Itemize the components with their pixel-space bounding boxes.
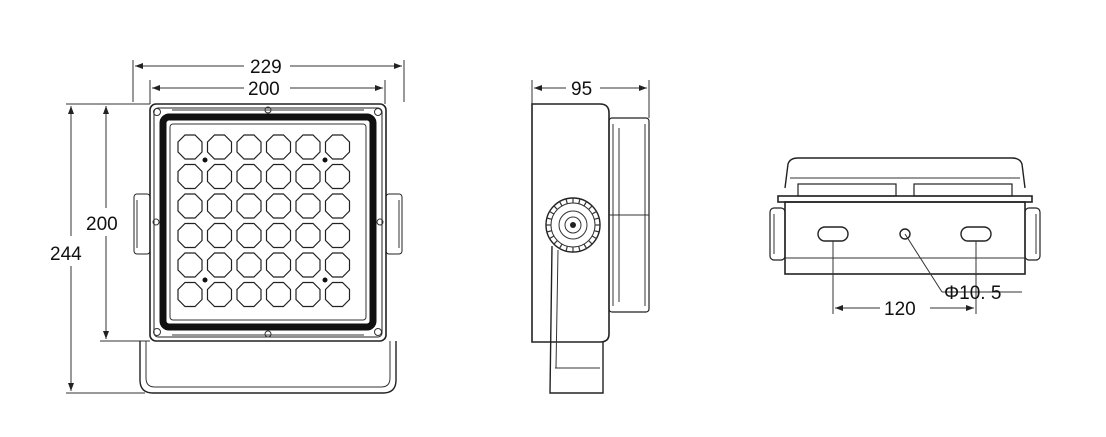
lens-icon <box>324 193 351 219</box>
dimension-hole-spacing: 120 <box>832 241 977 320</box>
knob-icon <box>545 197 601 253</box>
lens-icon <box>177 252 203 278</box>
lens-icon <box>206 281 233 308</box>
side-view: 95 <box>531 79 650 394</box>
dim-label-total-height: 244 <box>50 244 82 265</box>
dimension-total-width: 229 <box>132 57 405 102</box>
lens-icon <box>324 222 351 249</box>
dim-label-inner-width: 200 <box>248 79 280 100</box>
side-housing <box>531 103 650 394</box>
lens-icon <box>295 252 321 278</box>
lens-icon <box>265 134 292 160</box>
lens-icon <box>265 193 292 219</box>
front-housing <box>133 103 403 394</box>
screw-icon <box>152 106 384 338</box>
mount-dot-icon <box>322 277 328 283</box>
lens-icon <box>236 281 262 308</box>
lens-icon <box>265 252 292 278</box>
lens-icon <box>236 163 262 190</box>
dimension-depth: 95 <box>531 79 650 118</box>
lens-icon <box>295 193 321 219</box>
knob-tooth <box>553 240 558 245</box>
lens-icon <box>177 222 203 249</box>
front-view: 229 200 244 200 <box>50 57 405 394</box>
knob-tooth <box>558 201 563 207</box>
dim-label-inner-height: 200 <box>86 214 118 235</box>
knob-tooth <box>594 230 600 233</box>
lens-icon <box>295 281 321 308</box>
lens-icon <box>206 222 233 249</box>
dimension-inner-height: 200 <box>86 103 150 342</box>
lens-icon <box>177 134 203 160</box>
lens-icon <box>206 193 233 219</box>
knob-tooth <box>588 205 593 210</box>
dim-label-hole-diameter: Φ10. 5 <box>944 283 1001 304</box>
lens-grid <box>177 134 351 308</box>
lens-icon <box>236 222 262 249</box>
knob-tooth <box>594 217 600 220</box>
lens-icon <box>295 163 321 190</box>
knob-tooth <box>588 240 593 245</box>
lens-icon <box>295 134 321 160</box>
knob-tooth <box>583 243 588 249</box>
knob-tooth <box>558 243 563 249</box>
knob-tooth <box>549 210 555 215</box>
lens-icon <box>177 163 203 190</box>
knob-tooth <box>546 217 552 220</box>
dimension-hole-diameter: Φ10. 5 <box>904 233 1022 304</box>
lens-icon <box>324 134 351 160</box>
lens-icon <box>265 222 292 249</box>
lens-icon <box>265 281 292 308</box>
knob-tooth <box>578 198 581 204</box>
lens-icon <box>206 163 233 190</box>
lens-icon <box>236 134 262 160</box>
lens-icon <box>206 252 233 278</box>
knob-tooth <box>591 210 597 215</box>
lens-icon <box>324 163 351 190</box>
dim-label-depth: 95 <box>571 79 592 100</box>
lens-icon <box>324 281 351 308</box>
knob-tooth <box>549 235 555 240</box>
lens-icon <box>295 222 321 249</box>
knob-tooth <box>546 230 552 233</box>
bottom-view: 120 Φ10. 5 <box>769 157 1041 320</box>
dimension-total-height: 244 <box>50 103 150 394</box>
knob-tooth <box>553 205 558 210</box>
lens-icon <box>236 252 262 278</box>
dimension-inner-width: 200 <box>149 79 386 104</box>
lens-icon <box>177 281 203 308</box>
knob-tooth <box>565 246 568 252</box>
mount-dot-icon <box>202 157 208 163</box>
lens-icon <box>236 193 262 219</box>
dim-label-total-width: 229 <box>250 57 282 78</box>
knob-tooth <box>578 246 581 252</box>
dim-label-hole-spacing: 120 <box>884 299 916 320</box>
lens-icon <box>265 163 292 190</box>
lens-icon <box>177 193 203 219</box>
knob-tooth <box>591 235 597 240</box>
bottom-housing <box>769 157 1041 275</box>
mount-dot-icon <box>322 157 328 163</box>
knob-tooth <box>583 201 588 207</box>
knob-tooth <box>565 198 568 204</box>
lens-icon <box>324 252 351 278</box>
lens-icon <box>206 134 233 160</box>
mount-dot-icon <box>202 277 208 283</box>
